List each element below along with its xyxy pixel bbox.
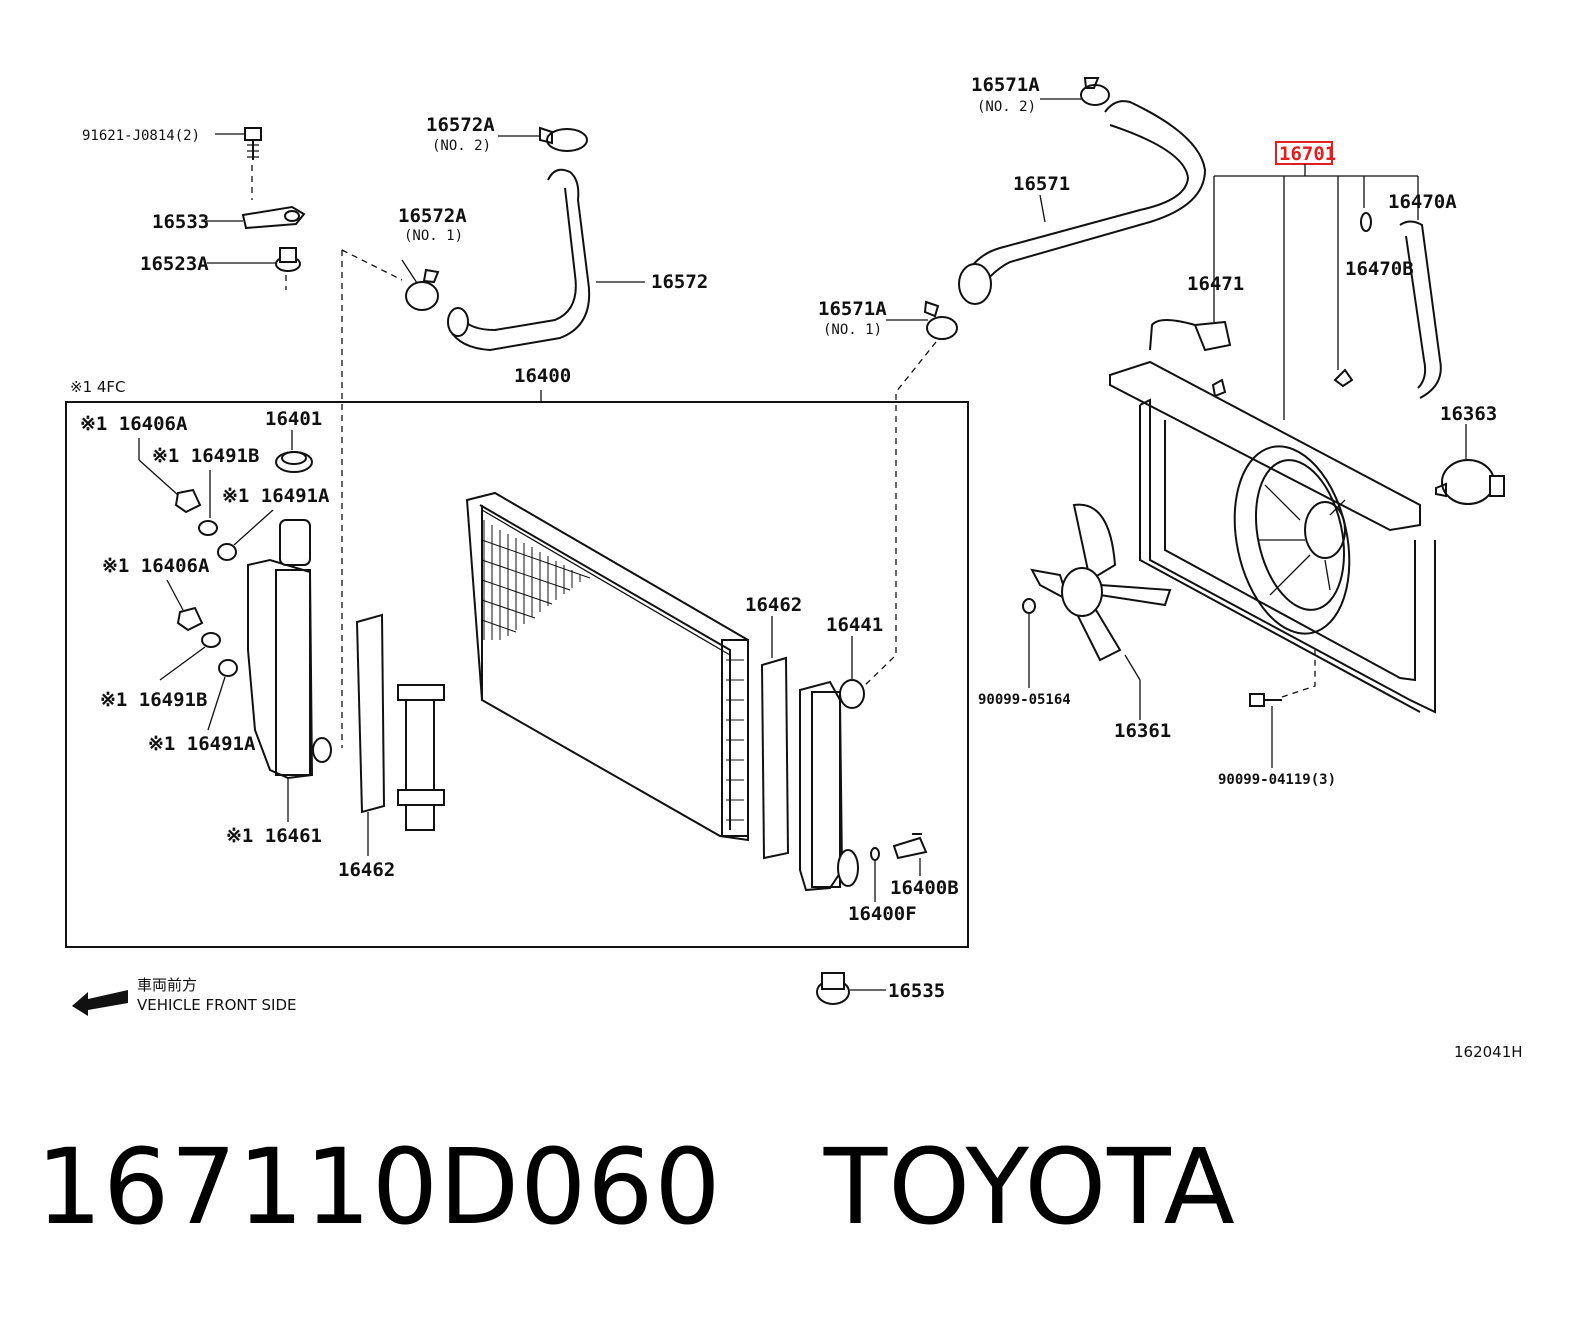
label-16363: 16363: [1440, 403, 1497, 425]
label-16571: 16571: [1013, 173, 1070, 195]
label-16572A-no2: 16572A: [426, 114, 495, 136]
label-16491A-b: ※1 16491A: [148, 733, 256, 755]
label-no1-b: (NO. 1): [823, 322, 882, 338]
label-16441: 16441: [826, 614, 883, 636]
tank-16441[interactable]: [799, 679, 865, 892]
bolt-90099-04119[interactable]: [1249, 693, 1282, 707]
bolt-91621[interactable]: [244, 127, 262, 160]
clamp-16572A-no1[interactable]: [405, 268, 440, 311]
label-16491B-b: ※1 16491B: [100, 689, 207, 711]
label-16400F: 16400F: [848, 903, 917, 925]
label-16572A-no1: 16572A: [398, 205, 467, 227]
label-16471: 16471: [1187, 273, 1244, 295]
clamp-16571A-no1[interactable]: [923, 300, 958, 340]
wire-clip-16470B[interactable]: [1333, 212, 1372, 388]
label-16571A-no2: 16571A: [971, 74, 1040, 96]
label-16462-a: 16462: [338, 859, 395, 881]
label-16491B-a: ※1 16491B: [152, 445, 259, 467]
grommet-16535[interactable]: [816, 972, 850, 1005]
part-footer: 167110D060 TOYOTA: [36, 1135, 1236, 1239]
label-no2-a: (NO. 2): [432, 138, 491, 154]
label-16470A: 16470A: [1388, 191, 1457, 213]
radiator-core-16400[interactable]: [465, 491, 749, 842]
label-ref: 162041H: [1454, 1043, 1523, 1061]
label-16523A: 16523A: [140, 253, 209, 275]
washer-16491B-a[interactable]: [198, 520, 218, 536]
tank-16461[interactable]: [247, 519, 332, 780]
bracket-16533[interactable]: [241, 205, 306, 230]
label-16701[interactable]: 16701: [1279, 143, 1336, 165]
nut-16406A-a[interactable]: [174, 488, 202, 514]
label-no2-b: (NO. 2): [977, 99, 1036, 115]
label-16406A-b: ※1 16406A: [102, 555, 210, 577]
oring-16491A-a[interactable]: [217, 543, 237, 561]
grommet-16523A[interactable]: [275, 247, 301, 272]
drain-cock-16400B[interactable]: [892, 833, 928, 860]
label-16462-b: 16462: [745, 594, 802, 616]
label-front-jp: 車両前方: [137, 976, 197, 994]
washer-16491B-b[interactable]: [201, 632, 221, 648]
arrow-left-icon: [72, 990, 128, 1016]
core-plate-left[interactable]: [397, 684, 445, 831]
label-16361: 16361: [1114, 720, 1171, 742]
oring-16491A-b[interactable]: [218, 659, 238, 677]
label-no1-a: (NO. 1): [404, 228, 463, 244]
label-91621: 91621-J0814(2): [82, 128, 200, 144]
label-90099-05164: 90099-05164: [978, 692, 1071, 708]
cap-16401[interactable]: [275, 451, 313, 473]
nut-16406A-b[interactable]: [176, 606, 204, 632]
label-16461: ※1 16461: [226, 825, 322, 847]
label-16533: 16533: [152, 211, 209, 233]
fan-blade-16361[interactable]: [1030, 503, 1172, 662]
label-16400B: 16400B: [890, 877, 959, 899]
label-90099-04119: 90099-04119(3): [1218, 772, 1336, 788]
footer-part-number: 167110D060: [36, 1126, 722, 1248]
label-16406A-a: ※1 16406A: [80, 413, 188, 435]
radiator-assembly-frame: [65, 401, 969, 948]
fan-shroud[interactable]: [1109, 360, 1436, 714]
nut-90099-05164[interactable]: [1022, 598, 1036, 614]
hose-16571[interactable]: [958, 100, 1207, 305]
hose-16572[interactable]: [447, 168, 591, 352]
footer-brand: TOYOTA: [823, 1126, 1236, 1248]
label-16491A-a: ※1 16491A: [222, 485, 330, 507]
label-16470B: 16470B: [1345, 258, 1414, 280]
clamp-16572A-no2[interactable]: [539, 126, 588, 152]
label-16401: 16401: [265, 408, 322, 430]
oring-16400F[interactable]: [870, 847, 880, 861]
gasket-16462-left[interactable]: [355, 613, 386, 814]
clamp-16571A-no2[interactable]: [1080, 77, 1110, 106]
box-note-4fc: ※1 4FC: [70, 378, 126, 396]
wire-harness-16471[interactable]: [1149, 319, 1232, 352]
fan-motor-16363[interactable]: [1435, 459, 1505, 505]
label-16400: 16400: [514, 365, 571, 387]
part-16701-highlight[interactable]: [1275, 141, 1333, 165]
hose-16470A[interactable]: [1399, 220, 1442, 399]
label-16571A-no1: 16571A: [818, 298, 887, 320]
gasket-16462-right[interactable]: [760, 656, 790, 860]
label-16535: 16535: [888, 980, 945, 1002]
label-16572: 16572: [651, 271, 708, 293]
label-front-en: VEHICLE FRONT SIDE: [137, 996, 297, 1014]
